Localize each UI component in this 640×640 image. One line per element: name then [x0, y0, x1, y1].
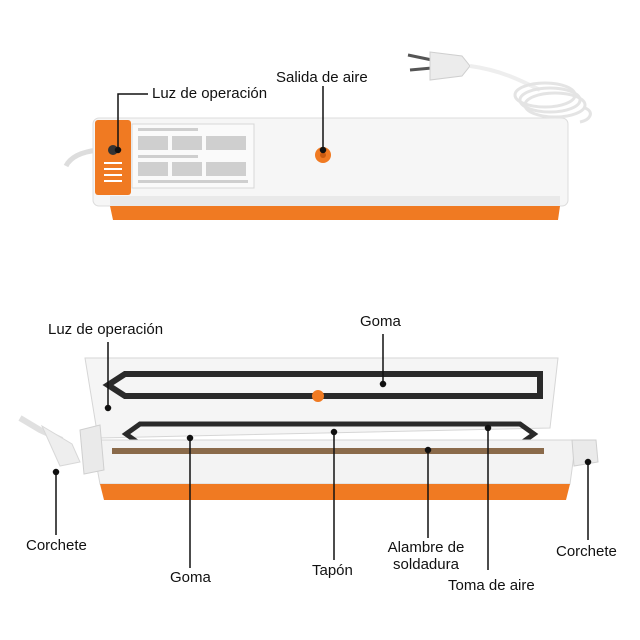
orange-base-band-open: [100, 484, 570, 500]
sealer-closed: [63, 117, 569, 220]
clip-right: [571, 439, 599, 467]
label-air-intake: Toma de aire: [448, 577, 535, 594]
label-gasket-top: Goma: [360, 313, 401, 330]
orange-base-band: [110, 206, 560, 220]
control-panel: [95, 120, 131, 195]
lid-knob: [312, 390, 324, 402]
label-clip-left: Corchete: [26, 537, 87, 554]
upper-gasket: [102, 371, 543, 399]
power-plug-image: [407, 51, 592, 124]
operation-light: [108, 145, 118, 155]
label-plug: Tapón: [312, 562, 353, 579]
top-leader-lines: [114, 86, 327, 154]
bottom-leader-lines: [52, 334, 592, 570]
label-operation-light-bottom: Luz de operación: [48, 321, 164, 338]
label-gasket-bottom: Goma: [170, 569, 211, 586]
sealer-open: [18, 357, 599, 500]
welding-wire-strip: [112, 448, 544, 454]
label-operation-light-top: Luz de operación: [152, 85, 268, 102]
clip-left: [79, 424, 105, 475]
label-clip-right: Corchete: [556, 543, 617, 560]
label-welding-wire: Alambre de soldadura: [387, 539, 465, 573]
label-air-outlet: Salida de aire: [276, 69, 368, 86]
